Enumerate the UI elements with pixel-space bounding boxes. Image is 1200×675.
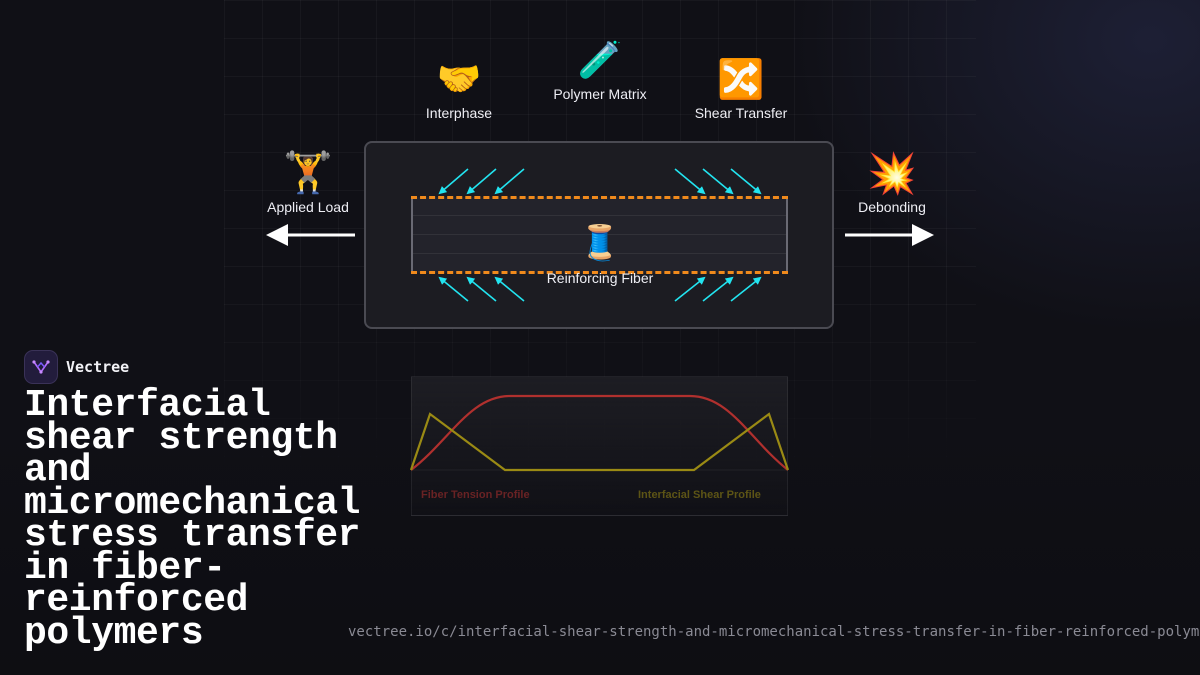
- shear-arrows-bottom-left: [438, 276, 525, 302]
- shear-arrow: [702, 276, 734, 302]
- tension-profile-legend: Fiber Tension Profile: [421, 489, 530, 501]
- interphase-label: Interphase: [425, 105, 493, 121]
- shear-arrow: [466, 276, 497, 302]
- shear-arrow: [466, 168, 497, 195]
- bottom-interface: [411, 271, 788, 274]
- tension-profile-curve: [410, 394, 789, 471]
- shear-profile-curve: [409, 412, 790, 472]
- debonding-label: Debonding: [858, 199, 926, 215]
- shear-arrow: [494, 276, 525, 302]
- vectree-logo-icon: [24, 350, 58, 384]
- shear-arrow: [674, 276, 706, 302]
- brand: Vectree: [24, 350, 129, 384]
- shear-profile-legend: Interfacial Shear Profile: [638, 489, 761, 501]
- left-load-arrow: [266, 224, 355, 246]
- shear-arrow: [674, 168, 706, 195]
- shear-arrows-top-left: [438, 168, 525, 195]
- shear-transfer-label: Shear Transfer: [694, 105, 788, 121]
- right-load-arrow: [845, 224, 934, 246]
- shear-arrow: [438, 276, 469, 302]
- thread-spool-icon: 🧵: [578, 223, 622, 263]
- shear-arrows-top-right: [674, 168, 762, 195]
- shear-arrows-bottom-right: [674, 276, 762, 302]
- shear-arrow: [494, 168, 525, 195]
- polymer-matrix-label: Polymer Matrix: [553, 86, 647, 102]
- weightlifter-icon: 🏋: [283, 150, 333, 196]
- shear-arrow: [702, 168, 734, 195]
- shear-arrow: [438, 168, 469, 195]
- reinforcing-fiber-label: Reinforcing Fiber: [546, 270, 654, 286]
- shuffle-arrows-icon: 🔀: [717, 57, 765, 101]
- handshake-icon: 🤝: [436, 59, 482, 100]
- shear-arrow: [730, 168, 762, 195]
- shear-arrow: [730, 276, 762, 302]
- brand-name: Vectree: [66, 358, 130, 376]
- applied-load-label: Applied Load: [267, 199, 349, 215]
- test-tube-icon: 🧪: [577, 40, 623, 81]
- profile-curves: [409, 394, 790, 472]
- page-title: Interfacial shear strength and micromech…: [24, 384, 361, 655]
- top-interface: [411, 196, 788, 199]
- reinforcing-fiber: [411, 197, 788, 273]
- page-url[interactable]: vectree.io/c/interfacial-shear-strength-…: [348, 624, 1200, 640]
- collision-icon: 💥: [867, 151, 917, 197]
